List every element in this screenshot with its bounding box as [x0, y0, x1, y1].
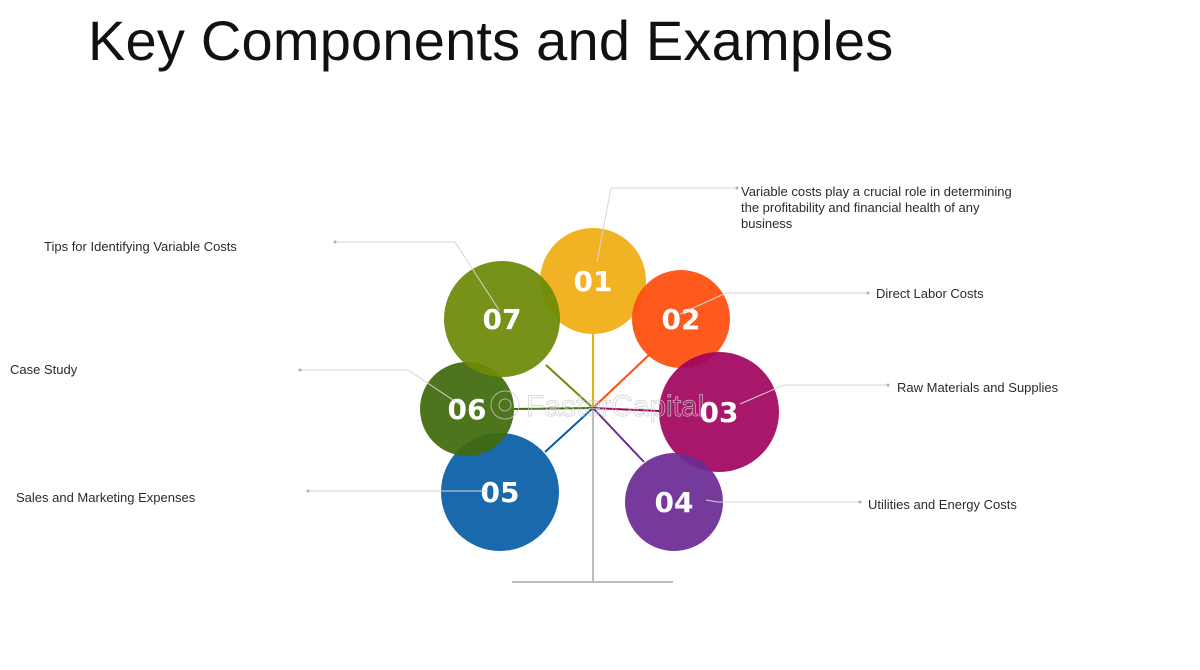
petal-circle-06 — [420, 362, 514, 456]
caption-06: Case Study — [10, 362, 78, 377]
petal-number-04: 04 — [655, 486, 694, 519]
leader-line-03 — [739, 384, 888, 405]
watermark-gear-icon — [490, 390, 520, 420]
leader-dot-04 — [858, 500, 862, 504]
numbers-group: 01 02 03 04 05 06 07 — [448, 265, 739, 519]
spoke-line-06 — [513, 407, 594, 410]
leader-lines-group — [298, 186, 890, 504]
petal-number-07: 07 — [483, 303, 522, 336]
caption-04: Utilities and Energy Costs — [868, 497, 1017, 512]
spoke-line-02 — [592, 353, 651, 409]
caption-02: Direct Labor Costs — [876, 286, 984, 301]
spoke-line-07 — [545, 364, 594, 409]
leader-dot-05 — [306, 489, 310, 493]
caption-07: Tips for Identifying Variable Costs — [44, 239, 237, 254]
leader-dot-06 — [298, 368, 302, 372]
leader-line-07 — [335, 241, 500, 311]
petal-number-03: 03 — [700, 396, 739, 429]
caption-05: Sales and Marketing Expenses — [16, 490, 196, 505]
petal-circle-03 — [659, 352, 779, 472]
spoke-line-05 — [544, 407, 594, 453]
spoke-line-04 — [592, 407, 645, 463]
leader-line-06 — [300, 369, 463, 407]
leader-line-04 — [705, 499, 860, 503]
petal-number-05: 05 — [481, 476, 520, 509]
leader-dot-02 — [866, 291, 870, 295]
petals-group — [420, 228, 779, 551]
leader-dot-03 — [886, 383, 890, 387]
leader-line-01 — [596, 187, 737, 263]
caption-01: Variable costs play a crucial role in de… — [741, 184, 1012, 231]
petal-number-06: 06 — [448, 393, 487, 426]
page-title: Key Components and Examples — [88, 9, 894, 72]
caption-03: Raw Materials and Supplies — [897, 380, 1059, 395]
spokes-group — [513, 333, 660, 463]
petal-circle-01 — [540, 228, 646, 334]
leader-dot-01 — [735, 186, 739, 190]
petal-circle-02 — [632, 270, 730, 368]
watermark-gear-hub — [498, 398, 512, 412]
petal-circle-04 — [625, 453, 723, 551]
leader-dot-07 — [333, 240, 337, 244]
petal-circle-07 — [444, 261, 560, 377]
spoke-line-03 — [592, 407, 660, 412]
watermark: FasterCapital — [490, 390, 705, 423]
petal-number-01: 01 — [574, 265, 613, 298]
leader-line-02 — [679, 292, 868, 315]
watermark-text: FasterCapital — [526, 390, 704, 423]
petal-number-02: 02 — [662, 303, 701, 336]
petal-circle-05 — [441, 433, 559, 551]
